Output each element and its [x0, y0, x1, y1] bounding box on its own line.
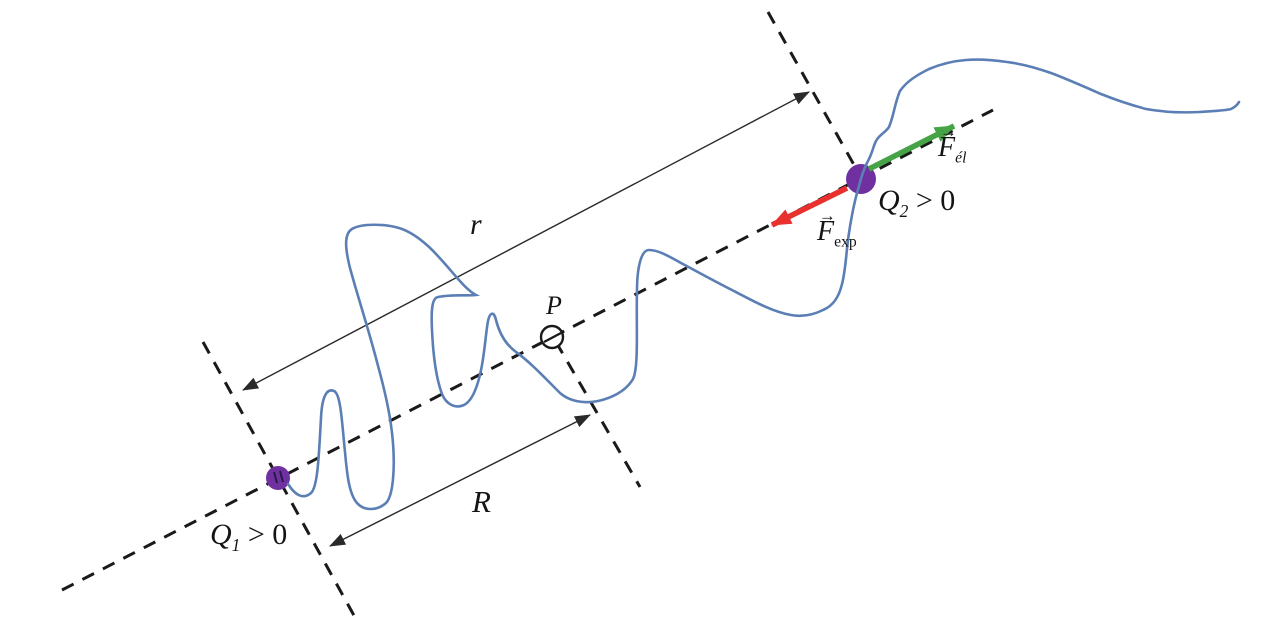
distance-R-label: R	[472, 486, 491, 517]
charge2-symbol: Q	[878, 184, 900, 217]
point-p-tick	[543, 331, 562, 344]
random-thread-curve	[286, 58, 1241, 511]
charge2-condition: > 0	[908, 184, 956, 217]
charge1-circle	[266, 466, 290, 490]
perpendicular-line-q2	[766, 11, 860, 173]
charge1-symbol: Q	[210, 518, 232, 551]
vector-arrow-icon: →	[940, 121, 957, 141]
distance-R-letter: R	[472, 484, 491, 519]
perpendicular-line-q1	[201, 341, 359, 622]
charge1-condition: > 0	[240, 518, 288, 551]
force-exp-subscript: exp	[834, 233, 857, 251]
distance-R-line	[329, 414, 591, 547]
distance-r-label: r	[470, 210, 482, 240]
distance-r-line	[242, 91, 810, 391]
perpendicular-line-p	[554, 341, 642, 488]
force-el-label: →Fél	[938, 123, 967, 167]
force-el-arrow	[867, 123, 956, 172]
charge1-label: Q1 > 0	[210, 520, 287, 554]
charge1-subscript: 1	[231, 535, 241, 555]
distance-r-letter: r	[470, 208, 482, 241]
vector-arrow-icon: →	[819, 205, 836, 225]
charge1-mark	[273, 470, 284, 484]
point-p-label: P	[546, 293, 562, 319]
force-exp-symbol: F	[817, 216, 835, 247]
point-p-letter: P	[546, 291, 562, 320]
force-el-symbol: F	[938, 132, 956, 163]
force-exp-arrow	[770, 185, 849, 228]
charge2-label: Q2 > 0	[878, 186, 955, 220]
force-el-subscript: él	[955, 149, 967, 167]
force-exp-label: →Fexp	[817, 207, 857, 251]
charge2-subscript: 2	[899, 201, 909, 221]
